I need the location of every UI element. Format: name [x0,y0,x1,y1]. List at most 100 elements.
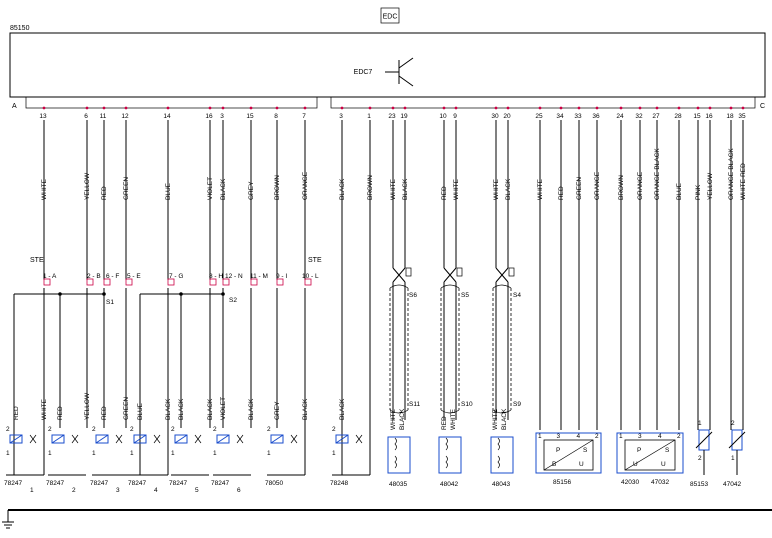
shield-cap [389,284,409,289]
wire-pin-dot [638,106,642,110]
injector-number: 1 [30,487,34,494]
sensor-code: 47042 [723,481,741,488]
ste-pin-labels: 1 - A 2 - B 6 - F 5 - E 7 - G 8 - H 12 -… [43,273,319,280]
shield-s5: S5 [461,292,469,299]
wire-pin-number: 10 [439,113,447,120]
injector-number: 5 [195,487,199,494]
coil-pin-label: 2 [6,426,10,433]
wire-pin-number: 15 [246,113,254,120]
shield-dash [492,288,512,410]
wire-pin-number: 8 [274,113,278,120]
wire-pin-number: 7 [302,113,306,120]
wire-pin-dot [303,106,307,110]
shield-cap [440,409,460,414]
coil-pin-label: 1 [6,450,10,457]
wire-pin-dot [595,106,599,110]
shield-s10: S10 [461,401,473,408]
sensor-pin: 1 [538,433,542,440]
shield-cap [492,409,512,414]
sensor-body [438,436,462,474]
sensor-coil [497,437,500,451]
wire-pin-dot [403,106,407,110]
sensor-symbol: P [637,447,641,454]
wire-pin-dot [102,106,106,110]
coil-pin-label: 2 [48,426,52,433]
injector-lead-label: BLUE [137,402,144,420]
sensor-code: 47032 [651,479,669,486]
ste-pin-1a: 1 - A [43,273,57,280]
wire-pin-number: 11 [100,113,107,120]
injector-lead-label: YELLOW [84,392,91,420]
shield-tab [405,267,412,277]
coil-diagonal [270,434,284,444]
shield-cap [389,409,409,414]
temp-pin: 1 [731,455,735,462]
wire-pin-dot [538,106,542,110]
wire-pin-dot [729,106,733,110]
wire-pin-number: 23 [388,113,396,120]
shield-cap [492,284,512,289]
sensor-coil [394,455,397,469]
sensor-inner [543,439,594,471]
ste-label-left: STE [30,257,44,264]
coil-pin-label: 2 [267,426,271,433]
coil-mark [71,434,79,444]
sensor-coil [497,455,500,469]
injector-lead-label: GREEN [123,397,130,420]
sensor-code: 48042 [440,481,458,488]
coil-box [133,434,147,444]
temp-diag [728,431,746,449]
wire-pin-dot [221,106,225,110]
coil-pin-label: 1 [48,450,52,457]
lead-label: WHITE [390,408,397,430]
coil-diagonal [51,434,65,444]
injector-lead-label: RED [13,406,20,420]
wire-pin-number: 1 [367,113,371,120]
injector-code: 78247 [46,480,64,487]
sensor-body [490,436,514,474]
lead-label: RED [441,416,448,430]
wire-pin-dot [340,106,344,110]
injector-number: 3 [116,487,120,494]
coil-box [95,434,109,444]
injector-number: 4 [154,487,158,494]
ste-pin-5e: 5 - E [127,273,141,280]
coil-pin-label: 2 [130,426,134,433]
wire-pin-number: 36 [592,113,600,120]
wire-pin-number: 20 [503,113,511,120]
ste-pin-square [304,278,312,286]
coil-pin-label: 2 [171,426,175,433]
ste-pin-2b: 2 - B [87,273,101,280]
shield-s9: S9 [513,401,521,408]
wire-pin-number: 24 [616,113,624,120]
ste-pin-6f: 6 - F [106,273,119,280]
components-layer: 2178247121782472217824732178247421782475… [4,420,746,494]
sensor-pin: 3 [557,433,561,440]
coil-diagonal [216,434,230,444]
shield-cap [440,284,460,289]
connector-a-label: A [12,103,17,110]
transistor-icon [385,57,414,87]
wire-pin-dot [249,106,253,110]
inductive-sensor: 48042 [438,436,462,488]
sensor-diag [624,439,676,471]
coil-pin-label: 1 [171,450,175,457]
inductive-sensor: 48035 [387,436,411,488]
temp-pin: 2 [698,455,702,462]
coil-diagonal [9,434,23,444]
wire-pin-number: 33 [574,113,582,120]
sensor-symbol: P [556,447,560,454]
twist-line [392,267,406,283]
wire-pin-number: 9 [453,113,457,120]
sensor-pin: 1 [619,433,623,440]
sensor-coil [445,437,448,451]
injector-lead-label: GREY [274,401,281,420]
wire-pin-dot [124,106,128,110]
temperature-sensor: 2 1 47042 [723,420,746,488]
temp-pin: 2 [731,420,735,427]
wire-pin-number: 18 [726,113,734,120]
